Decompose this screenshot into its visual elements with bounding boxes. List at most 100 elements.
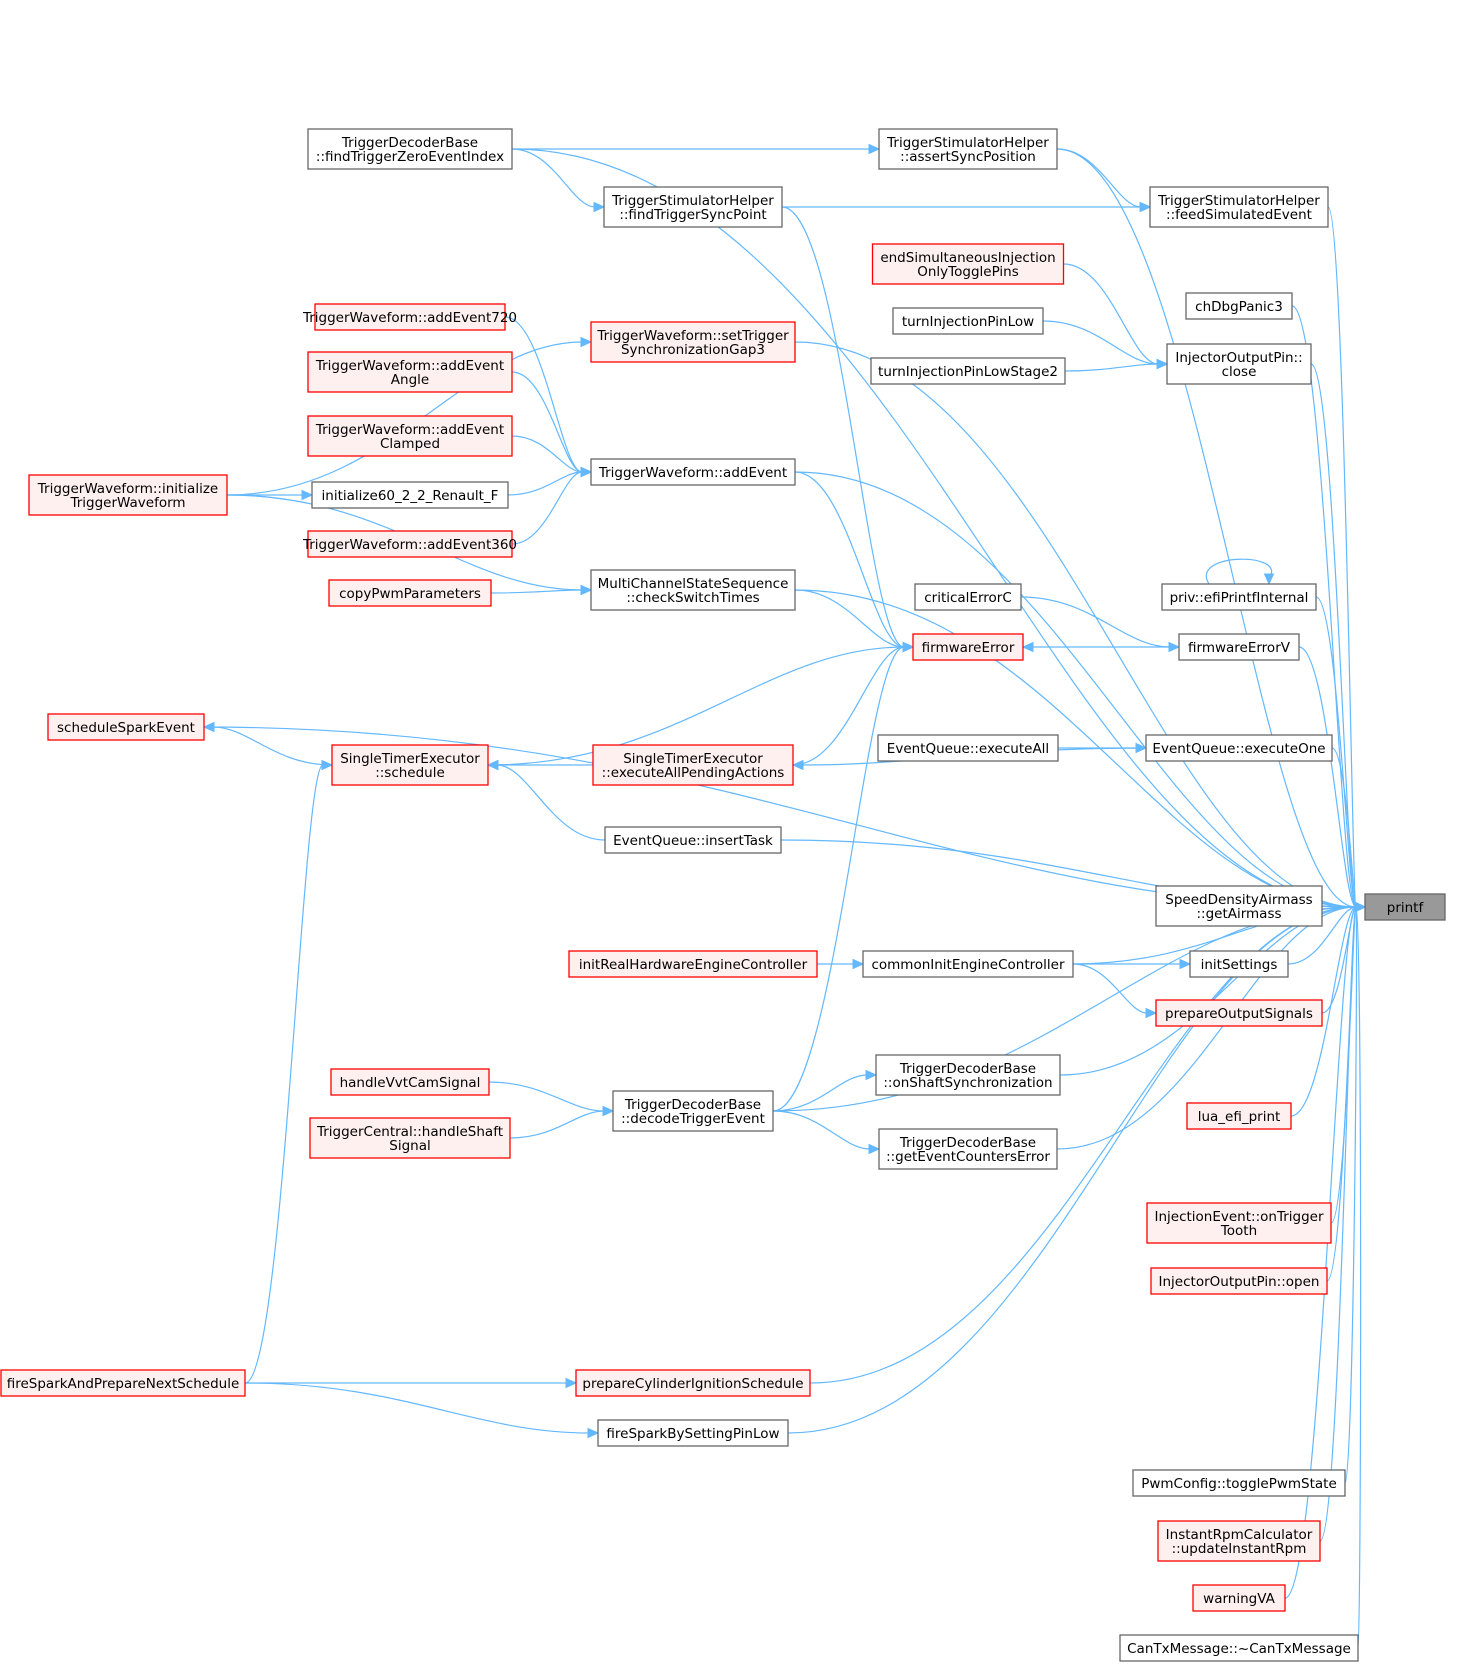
node-fireSparkLow[interactable]: fireSparkBySettingPinLow (597, 1419, 789, 1447)
node-pwmToggle[interactable]: PwmConfig::togglePwmState (1132, 1469, 1346, 1497)
node-initRealHw[interactable]: initRealHardwareEngineController (568, 950, 818, 978)
node-instRpm[interactable]: InstantRpmCalculator::updateInstantRpm (1157, 1520, 1321, 1562)
arrowhead (486, 759, 499, 771)
node-tw_addEvent360[interactable]: TriggerWaveform::addEvent360 (302, 530, 517, 558)
node-box (603, 186, 783, 228)
node-tsh_feedSim[interactable]: TriggerStimulatorHelper::feedSimulatedEv… (1149, 186, 1329, 228)
node-tw_init[interactable]: TriggerWaveform::initializeTriggerWavefo… (28, 474, 228, 516)
edge-pwmToggle-to-printf (1344, 901, 1367, 1484)
node-tsh_assertSync[interactable]: TriggerStimulatorHelper::assertSyncPosit… (878, 128, 1058, 170)
node-prepOutSig[interactable]: prepareOutputSignals (1155, 999, 1323, 1027)
node-ste_schedule[interactable]: SingleTimerExecutor::schedule (331, 744, 489, 786)
edge-line (509, 1110, 605, 1139)
node-injClose[interactable]: InjectorOutputPin::close (1166, 343, 1312, 385)
edge-eq_insert-to-ste_schedule (486, 759, 606, 841)
node-box (575, 1369, 811, 1397)
node-box (878, 1128, 1058, 1170)
edge-line (772, 1110, 871, 1150)
node-tdb_findTriggerZero[interactable]: TriggerDecoderBase::findTriggerZeroEvent… (307, 128, 513, 170)
edge-line (1064, 363, 1159, 372)
edge-line (1056, 148, 1142, 208)
edge-tsh_assertSync-to-printf (1056, 148, 1367, 913)
node-tw_setGap3[interactable]: TriggerWaveform::setTriggerSynchronizati… (590, 321, 796, 363)
node-label: ::executeAllPendingActions (602, 765, 785, 781)
node-tdb_decode[interactable]: TriggerDecoderBase::decodeTriggerEvent (612, 1090, 774, 1132)
node-injOpen[interactable]: InjectorOutputPin::open (1150, 1267, 1328, 1295)
node-efiPrintf[interactable]: priv::efiPrintfInternal (1161, 583, 1317, 611)
node-chDbgPanic3[interactable]: chDbgPanic3 (1185, 292, 1293, 320)
edge-line (511, 371, 583, 473)
arrowhead (580, 466, 593, 478)
node-copyPwm[interactable]: copyPwmParameters (328, 579, 492, 607)
arrowhead (202, 721, 215, 733)
node-box (862, 950, 1074, 978)
node-init60[interactable]: initialize60_2_2_Renault_F (311, 481, 509, 509)
node-ste_execAll[interactable]: SingleTimerExecutor::executeAllPendingAc… (592, 744, 794, 786)
node-label: ::updateInstantRpm (1172, 1541, 1307, 1557)
node-label: TriggerDecoderBase (341, 135, 478, 151)
node-box (590, 569, 796, 611)
node-firmwareErrorV[interactable]: firmwareErrorV (1178, 633, 1300, 661)
edge-line (1020, 596, 1171, 648)
edge-line (488, 1081, 605, 1112)
edge-tw_addEventAngle-to-tw_addEvent (511, 371, 593, 478)
arrowhead (1021, 641, 1034, 653)
node-canTx[interactable]: CanTxMessage::~CanTxMessage (1119, 1634, 1359, 1662)
node-box (892, 307, 1044, 335)
node-tdb_onShaft[interactable]: TriggerDecoderBase::onShaftSynchronizati… (875, 1054, 1061, 1096)
node-tw_addEvent[interactable]: TriggerWaveform::addEvent (590, 458, 796, 486)
node-box (1155, 999, 1323, 1027)
node-tdb_getErr[interactable]: TriggerDecoderBase::getEventCountersErro… (878, 1128, 1058, 1170)
node-box (307, 530, 513, 558)
edge-tdb_decode-to-tdb_getErr (772, 1110, 881, 1155)
node-box (912, 633, 1024, 661)
edge-initRealHw-to-commonInit (817, 958, 865, 970)
node-eq_insert[interactable]: EventQueue::insertTask (604, 826, 782, 854)
node-label: ::schedule (375, 765, 445, 781)
edge-line (1290, 906, 1357, 1117)
node-label: TriggerWaveform::addEvent720 (302, 310, 517, 326)
node-label: TriggerCentral::handleShaft (316, 1124, 503, 1140)
node-label: ::checkSwitchTimes (626, 590, 759, 606)
node-handleVvt[interactable]: handleVvtCamSignal (330, 1068, 490, 1096)
node-criticalErrorC[interactable]: criticalErrorC (914, 583, 1022, 611)
node-label: Clamped (380, 436, 440, 452)
node-scheduleSpark[interactable]: scheduleSparkEvent (47, 713, 205, 741)
node-label: close (1222, 364, 1257, 380)
node-turnInjLow[interactable]: turnInjectionPinLow (892, 307, 1044, 335)
node-tw_addEvent720[interactable]: TriggerWaveform::addEvent720 (302, 303, 517, 331)
node-box (1145, 734, 1333, 762)
node-initSettings[interactable]: initSettings (1189, 950, 1289, 978)
node-fireSparkNext[interactable]: fireSparkAndPrepareNextSchedule (0, 1369, 246, 1397)
node-box (592, 744, 794, 786)
node-luaPrint[interactable]: lua_efi_print (1186, 1102, 1292, 1130)
edge-firmwareErrorV-to-printf (1298, 646, 1367, 913)
edge-line (772, 646, 905, 1112)
node-commonInit[interactable]: commonInitEngineController (862, 950, 1074, 978)
node-eq_execAll[interactable]: EventQueue::executeAll (877, 734, 1059, 762)
node-printf[interactable]: printf (1364, 893, 1446, 921)
node-tsh_findSync[interactable]: TriggerStimulatorHelper::findTriggerSync… (603, 186, 783, 228)
node-warningVA[interactable]: warningVA (1192, 1584, 1286, 1612)
edge-line (1205, 558, 1273, 585)
node-label: EventQueue::executeAll (887, 741, 1049, 757)
node-eq_execOne[interactable]: EventQueue::executeOne (1145, 734, 1333, 762)
edge-fireSparkNext-to-ste_schedule (244, 759, 334, 1384)
arrowhead (1145, 1007, 1158, 1019)
node-prepCylIgn[interactable]: prepareCylinderIgnitionSchedule (575, 1369, 811, 1397)
node-mcss_check[interactable]: MultiChannelStateSequence::checkSwitchTi… (590, 569, 796, 611)
edge-line (794, 589, 905, 648)
node-sdAirmass[interactable]: SpeedDensityAirmass::getAirmass (1155, 885, 1323, 927)
arrowhead (791, 759, 804, 771)
node-firmwareError[interactable]: firmwareError (912, 633, 1024, 661)
node-turnInjLow2[interactable]: turnInjectionPinLowStage2 (870, 357, 1066, 385)
node-box (1146, 1202, 1332, 1244)
node-label: ::assertSyncPosition (900, 149, 1036, 165)
edge-commonInit-to-initSettings (1073, 958, 1192, 970)
